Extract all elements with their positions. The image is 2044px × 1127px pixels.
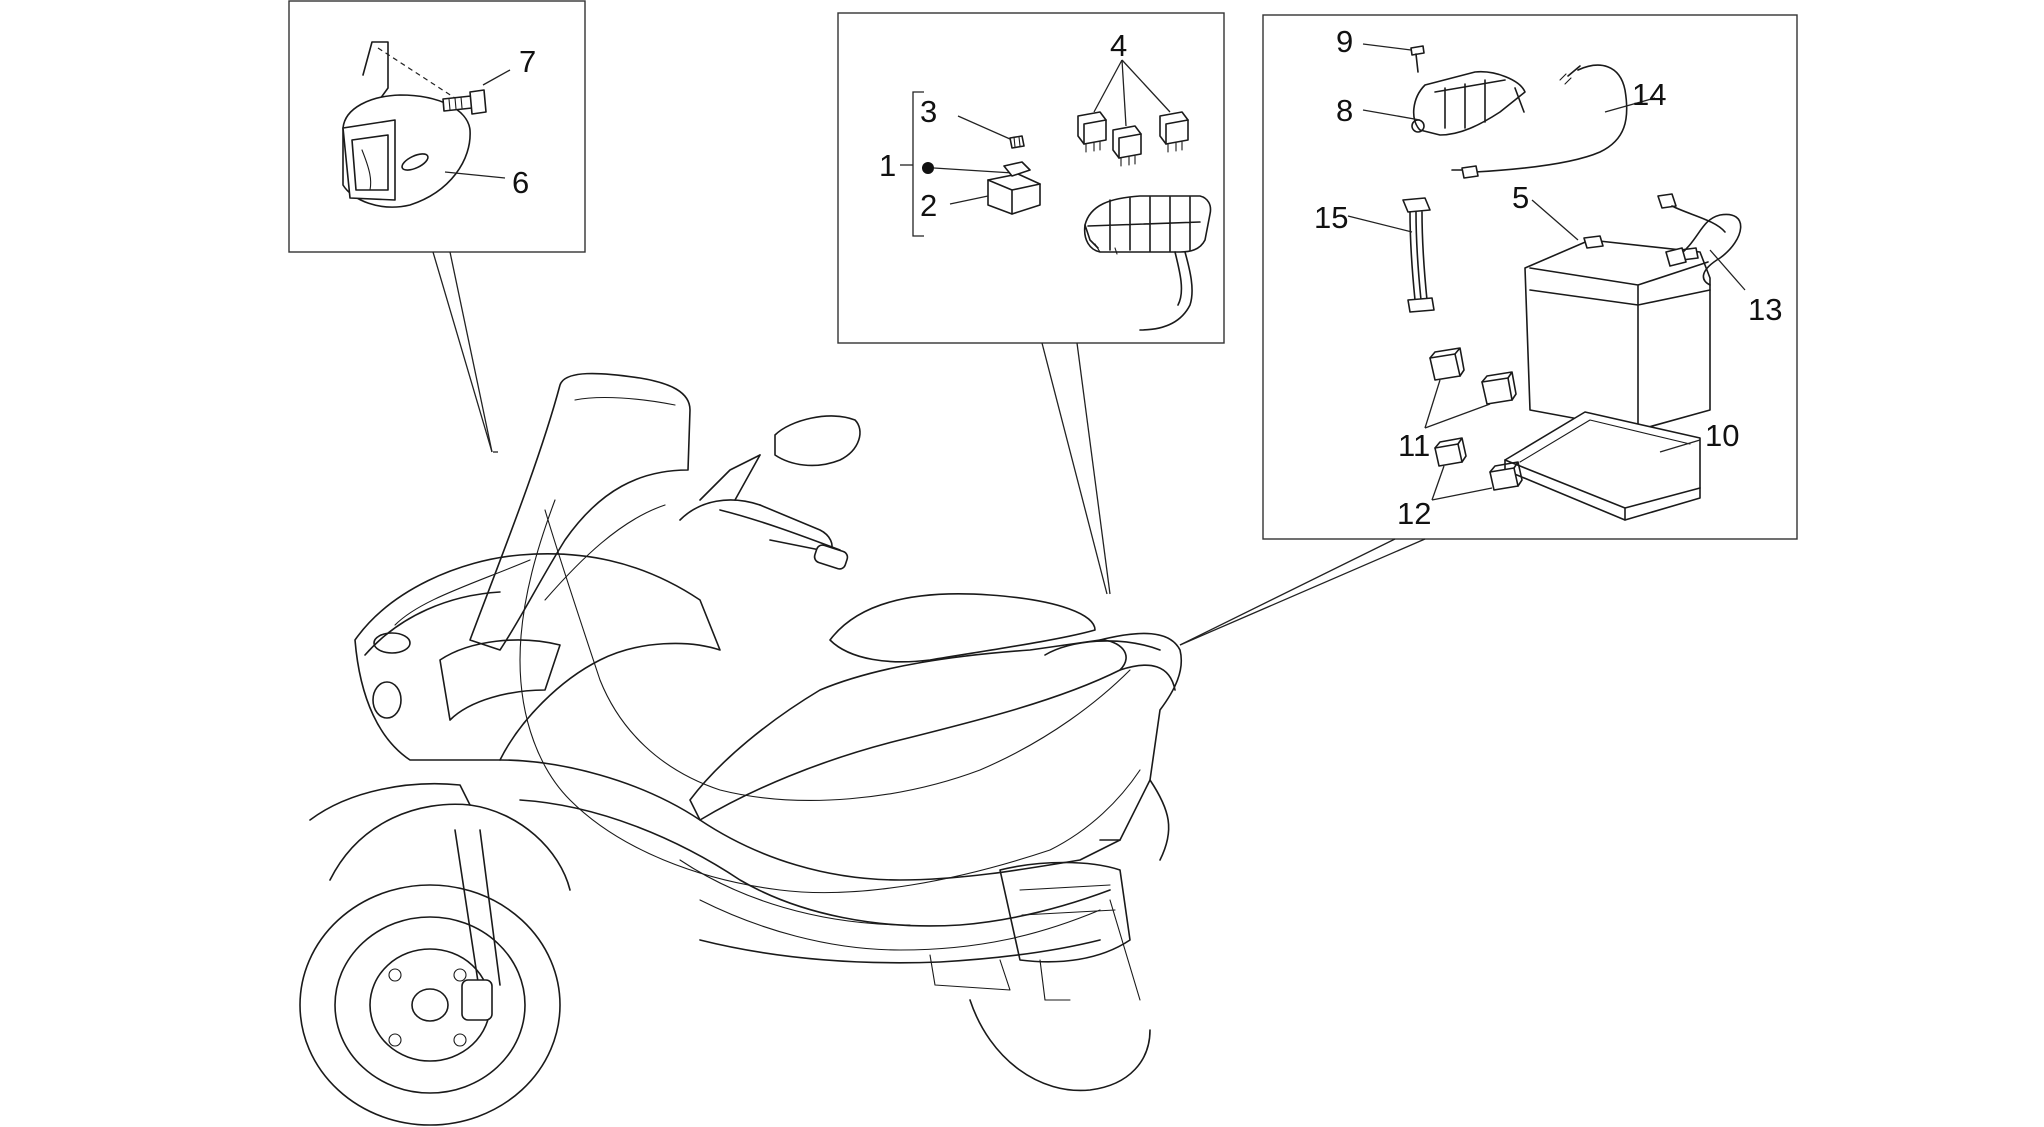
relay-icon bbox=[1112, 125, 1142, 167]
relay-icon bbox=[1077, 111, 1107, 153]
relay-panel-frame bbox=[837, 12, 1225, 344]
callout-5: 5 bbox=[1512, 180, 1529, 215]
wiring-connector-icon bbox=[1402, 197, 1435, 313]
callout-6: 6 bbox=[512, 165, 529, 200]
callout-12: 12 bbox=[1397, 496, 1431, 531]
callout-9: 9 bbox=[1336, 24, 1353, 59]
battery-bracket-icon bbox=[1411, 70, 1526, 136]
callout-4: 4 bbox=[1110, 28, 1127, 63]
rubber-block-icon bbox=[1489, 461, 1523, 491]
fuse-holder-icon bbox=[987, 161, 1041, 215]
callout-7: 7 bbox=[519, 44, 536, 79]
assembly-dot bbox=[922, 162, 934, 174]
rubber-block-icon bbox=[1429, 347, 1465, 381]
callout-8: 8 bbox=[1336, 93, 1353, 128]
fuse-icon bbox=[1009, 135, 1025, 149]
battery-icon bbox=[1524, 235, 1711, 431]
rubber-block-icon bbox=[1434, 437, 1467, 467]
horn-leader-line bbox=[432, 251, 493, 453]
scooter-illustration bbox=[299, 372, 1183, 1126]
screw-icon bbox=[1410, 45, 1425, 73]
battery-cable-icon bbox=[1451, 64, 1628, 179]
battery-leader-line bbox=[1179, 538, 1396, 646]
bolt-icon bbox=[442, 89, 487, 115]
relay-fuse-detail-box: 1 3 2 4 bbox=[837, 12, 1225, 595]
callout-15: 15 bbox=[1314, 200, 1348, 235]
horn-detail-box: 7 6 bbox=[288, 0, 586, 453]
relay-leader-line bbox=[1041, 342, 1108, 595]
callout-3: 3 bbox=[920, 94, 937, 129]
callout-11: 11 bbox=[1398, 428, 1430, 463]
callout-10: 10 bbox=[1705, 418, 1739, 453]
fuse-box-icon bbox=[1083, 195, 1212, 331]
callout-2: 2 bbox=[920, 188, 937, 223]
horn-panel-frame bbox=[288, 0, 586, 253]
callout-13: 13 bbox=[1748, 292, 1782, 327]
relay-icon bbox=[1159, 111, 1189, 153]
battery-detail-box: 9 8 14 15 bbox=[1179, 14, 1798, 646]
callout-1: 1 bbox=[879, 148, 896, 183]
callout-14: 14 bbox=[1632, 77, 1666, 112]
ground-cable-icon bbox=[1657, 193, 1742, 286]
battery-pad-icon bbox=[1504, 411, 1701, 521]
rubber-block-icon bbox=[1481, 371, 1517, 405]
horn-icon bbox=[342, 41, 471, 208]
